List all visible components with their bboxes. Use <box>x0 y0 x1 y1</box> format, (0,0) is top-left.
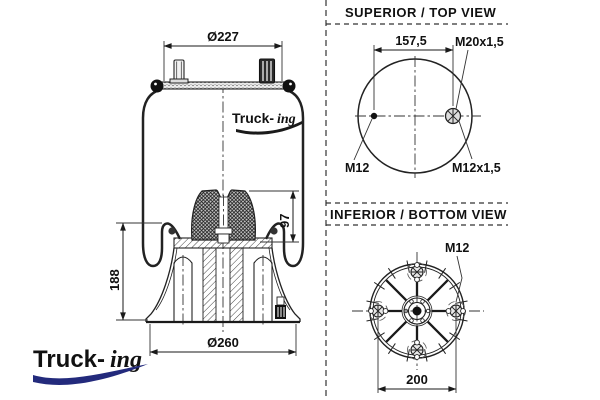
dim-label-227: Ø227 <box>207 29 239 44</box>
top-view-header: SUPERIOR / TOP VIEW <box>345 5 497 20</box>
dim-label-97: 97 <box>277 214 292 228</box>
bottom-view-piston-base <box>352 252 484 370</box>
dim-label-157-5: 157,5 <box>395 34 426 48</box>
bolt-north <box>406 261 428 283</box>
top-view: SUPERIOR / TOP VIEW 157,5 M20x1,5 M12 M1… <box>326 5 508 178</box>
side-view: Truck- ing Ø227 188 97 <box>107 29 305 356</box>
stud-m20 <box>258 58 276 84</box>
dimension-top-diameter: Ø227 <box>163 29 283 81</box>
dim-label-200: 200 <box>406 372 428 387</box>
dimension-base-diameter: Ø260 <box>149 324 297 356</box>
label-m12x15: M12x1,5 <box>452 161 501 175</box>
base-bolt <box>275 296 286 319</box>
center-hub <box>401 295 433 327</box>
bolt-south <box>406 339 428 361</box>
label-m20x15: M20x1,5 <box>455 35 504 49</box>
bottom-view: INFERIOR / BOTTOM VIEW <box>326 202 508 393</box>
piston-assembly <box>145 189 301 327</box>
internal-bumper <box>191 189 256 244</box>
bellows-body <box>141 88 305 268</box>
top-plate <box>150 58 296 93</box>
brand-logo: Truck- ing <box>33 346 148 385</box>
leader-m20 <box>455 49 469 110</box>
plate-crimp-right <box>282 79 296 93</box>
bottom-view-header: INFERIOR / BOTTOM VIEW <box>330 207 507 222</box>
label-m12-top: M12 <box>345 161 369 175</box>
dimension-height-188: 188 <box>107 222 162 321</box>
dim-label-188: 188 <box>107 269 122 291</box>
watermark-text-ing: ing <box>277 112 296 127</box>
logo-text-truck: Truck- <box>33 346 105 373</box>
rim-ticks <box>366 260 468 362</box>
bolt-west <box>367 300 389 322</box>
top-view-m20-port <box>444 107 462 125</box>
dimension-bolt-spacing: 200 <box>377 318 457 393</box>
dimension-bumper-97: 97 <box>249 190 299 243</box>
watermark-logo: Truck- ing <box>232 110 302 135</box>
leader-m12-top <box>353 118 373 161</box>
stud-m12 <box>169 59 189 84</box>
leader-m12-bottom <box>455 255 463 303</box>
dimension-stud-distance: 157,5 <box>373 34 454 110</box>
logo-swoosh <box>33 364 148 385</box>
plate-crimp-left <box>150 79 164 93</box>
bolt-east <box>445 300 467 322</box>
watermark-text-truck: Truck- <box>232 110 274 126</box>
dim-label-260: Ø260 <box>207 335 239 350</box>
watermark-swoosh <box>236 121 302 135</box>
top-view-m12-stud <box>370 112 378 120</box>
label-m12-bottom: M12 <box>445 241 469 255</box>
leader-m12x15 <box>458 120 473 160</box>
